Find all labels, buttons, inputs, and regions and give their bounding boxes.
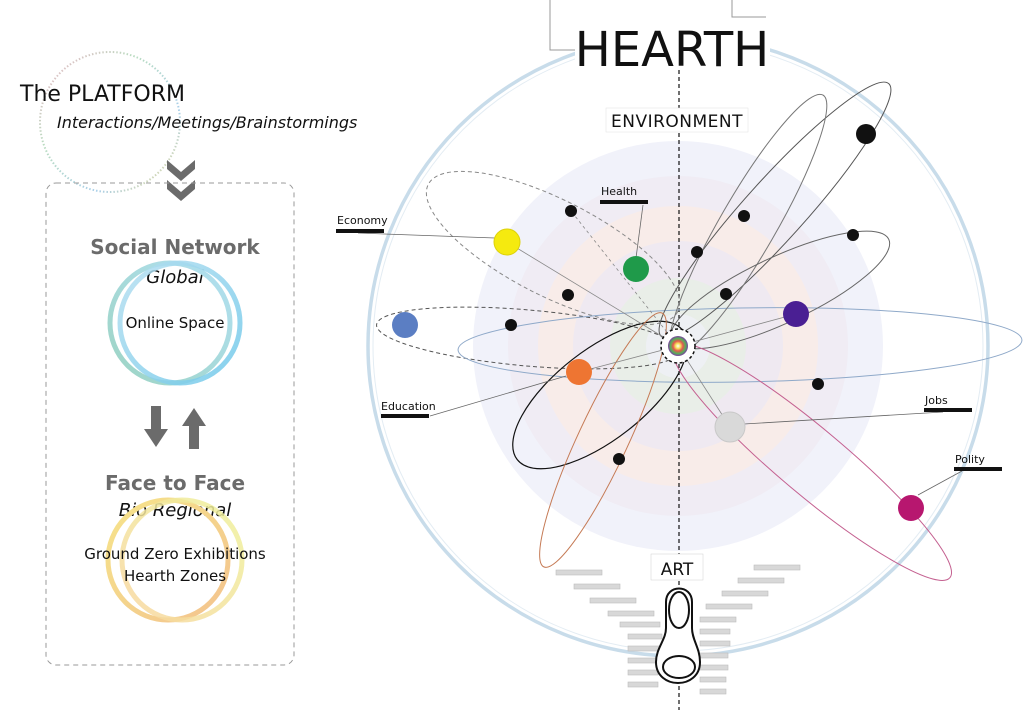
hearth-title-bg bbox=[575, 20, 770, 70]
hearth-core bbox=[668, 336, 688, 356]
orbit-top-right bbox=[658, 81, 892, 339]
social-network-group: Social Network Global Online Space bbox=[90, 235, 260, 386]
face-ring-inner bbox=[119, 497, 245, 623]
seat-bar bbox=[627, 681, 659, 688]
chevron-down-icon bbox=[167, 160, 195, 201]
planet-health bbox=[623, 256, 649, 282]
platform-group: The PLATFORM Interactions/Meetings/Brain… bbox=[19, 51, 357, 193]
art-stage-icon bbox=[654, 587, 702, 684]
seat-bar bbox=[737, 577, 785, 584]
platform-ring bbox=[39, 51, 181, 193]
small-planet bbox=[847, 229, 859, 241]
spoke-education bbox=[578, 345, 679, 373]
seat-bar bbox=[699, 652, 729, 659]
small-planets bbox=[505, 124, 876, 465]
arrow-up-icon bbox=[182, 408, 206, 449]
leader-health bbox=[635, 204, 644, 259]
label-bar-economy bbox=[336, 229, 384, 233]
small-planet bbox=[565, 205, 577, 217]
arrow-down-icon bbox=[144, 406, 168, 447]
label-health: Health bbox=[601, 185, 637, 198]
seat-bar bbox=[699, 676, 727, 683]
environment-label: ENVIRONMENT bbox=[611, 112, 743, 132]
seat-bar bbox=[721, 590, 769, 597]
seat-bar bbox=[619, 621, 661, 628]
label-education: Education bbox=[381, 400, 436, 413]
seat-bar bbox=[705, 603, 753, 610]
platform-subtitle: Interactions/Meetings/Brainstormings bbox=[57, 113, 357, 132]
seat-bar bbox=[589, 597, 637, 604]
small-planet bbox=[691, 246, 703, 258]
small-planet bbox=[613, 453, 625, 465]
planet-polity bbox=[898, 495, 924, 521]
hearth-group: Economy Health Education Jobs Polity HEA… bbox=[336, 0, 1023, 710]
face-title: Face to Face bbox=[105, 471, 245, 495]
exchange-arrows-icon bbox=[144, 406, 206, 449]
art-label-bg bbox=[651, 554, 703, 580]
face-line-2: Hearth Zones bbox=[124, 567, 226, 585]
environment-label-bg bbox=[606, 108, 748, 132]
spoke-purple bbox=[677, 313, 797, 347]
small-planet bbox=[812, 378, 824, 390]
face-to-face-group: Face to Face Bio Regional Ground Zero Ex… bbox=[84, 471, 266, 623]
planet-blue bbox=[392, 312, 418, 338]
title-bracket-left bbox=[549, 0, 578, 51]
leader-jobs bbox=[743, 411, 944, 425]
leader-education bbox=[429, 375, 567, 417]
social-title: Social Network bbox=[90, 235, 260, 259]
seat-bar bbox=[699, 616, 737, 623]
art-label: ART bbox=[661, 560, 694, 580]
face-line-1: Ground Zero Exhibitions bbox=[84, 545, 266, 563]
spoke-economy bbox=[506, 241, 679, 347]
seat-bar bbox=[627, 645, 663, 652]
spoke-dot-1 bbox=[570, 210, 679, 347]
planet-education bbox=[566, 359, 592, 385]
orbit-economy bbox=[425, 170, 681, 326]
small-planet bbox=[720, 288, 732, 300]
seat-bar bbox=[699, 664, 729, 671]
seat-bar bbox=[607, 610, 655, 617]
seat-bar bbox=[627, 669, 659, 676]
art-label-frame bbox=[650, 553, 704, 581]
seat-bar bbox=[627, 657, 659, 664]
large-dark-planet bbox=[856, 124, 876, 144]
stage-upper-oval bbox=[668, 591, 690, 629]
platform-title: The PLATFORM bbox=[19, 82, 185, 107]
orbit-wide-horizontal bbox=[457, 307, 1023, 383]
online-space-label: Online Space bbox=[126, 314, 225, 332]
label-jobs: Jobs bbox=[924, 394, 948, 407]
seat-bar bbox=[753, 564, 801, 571]
planet-purple bbox=[783, 301, 809, 327]
planet-jobs bbox=[714, 411, 746, 443]
label-bar-health bbox=[600, 200, 648, 204]
amphitheater-seating bbox=[555, 564, 801, 695]
hearth-title: HEARTH bbox=[575, 22, 770, 78]
leader-polity bbox=[917, 470, 963, 496]
seat-bar bbox=[627, 633, 663, 640]
seat-bar bbox=[555, 569, 603, 576]
label-bar-polity bbox=[954, 467, 1002, 471]
orbit-orange-thin bbox=[539, 312, 667, 568]
social-scope: Global bbox=[146, 267, 203, 288]
title-bracket-right bbox=[731, 0, 766, 18]
seat-bar bbox=[699, 628, 731, 635]
environment-label-frame bbox=[605, 107, 749, 133]
social-ring-inner bbox=[117, 260, 243, 386]
small-planet bbox=[738, 210, 750, 222]
label-bar-education bbox=[381, 414, 429, 418]
leader-economy bbox=[357, 232, 496, 239]
label-economy: Economy bbox=[337, 214, 388, 227]
seat-bar bbox=[573, 583, 621, 590]
small-planet bbox=[505, 319, 517, 331]
seat-bar bbox=[699, 640, 731, 647]
label-bar-jobs bbox=[924, 408, 972, 412]
stage-lower-oval bbox=[662, 655, 696, 679]
seat-bar bbox=[699, 688, 727, 695]
small-planet bbox=[562, 289, 574, 301]
planet-economy bbox=[493, 228, 521, 256]
label-polity: Polity bbox=[955, 453, 985, 466]
